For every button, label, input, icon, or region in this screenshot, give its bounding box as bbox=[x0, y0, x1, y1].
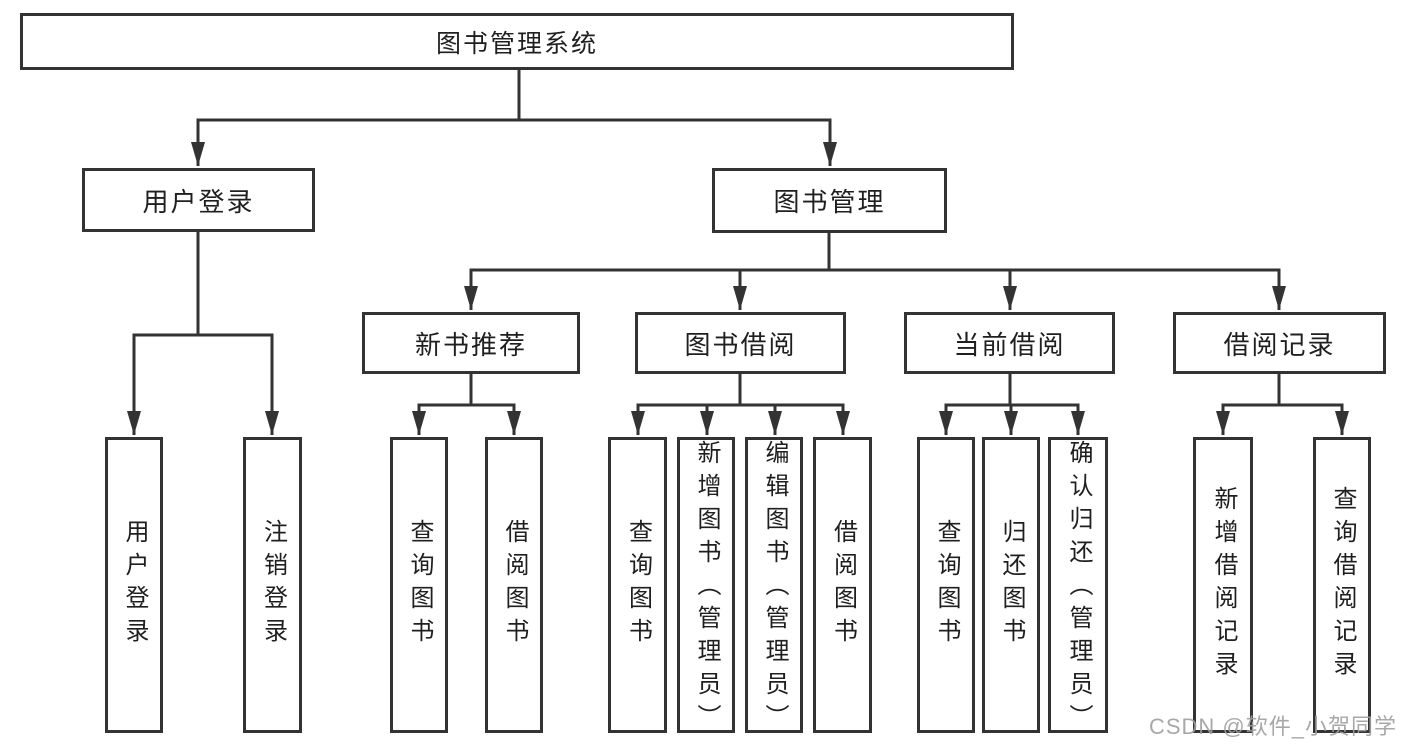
leaf-query-books-current: 查询图书 bbox=[917, 437, 975, 733]
node-borrowing-records: 借阅记录 bbox=[1173, 312, 1386, 374]
node-user-login-branch: 用户登录 bbox=[82, 168, 315, 232]
leaf-add-borrow-record: 新增借阅记录 bbox=[1193, 437, 1253, 733]
leaf-query-books-borrowing: 查询图书 bbox=[608, 437, 667, 733]
leaf-logout: 注销登录 bbox=[243, 437, 302, 733]
leaf-query-books-recommend: 查询图书 bbox=[390, 437, 448, 733]
node-book-management-branch: 图书管理 bbox=[712, 168, 947, 233]
node-book-borrowing: 图书借阅 bbox=[635, 312, 846, 374]
leaf-edit-books-admin: 编辑图书（管理员） bbox=[745, 437, 803, 737]
leaf-confirm-return-admin: 确认归还（管理员） bbox=[1048, 437, 1108, 737]
node-current-borrowing: 当前借阅 bbox=[904, 312, 1115, 374]
leaf-borrow-books-recommend: 借阅图书 bbox=[485, 437, 543, 733]
node-root-system: 图书管理系统 bbox=[20, 13, 1014, 70]
node-new-book-recommendation: 新书推荐 bbox=[362, 312, 580, 374]
leaf-borrow-books-borrowing: 借阅图书 bbox=[813, 437, 872, 733]
leaf-user-login: 用户登录 bbox=[105, 437, 163, 733]
leaf-return-books: 归还图书 bbox=[982, 437, 1040, 733]
leaf-query-borrow-record: 查询借阅记录 bbox=[1313, 437, 1371, 733]
leaf-add-books-admin: 新增图书（管理员） bbox=[677, 437, 735, 737]
watermark-text: CSDN @软件_小贺同学 bbox=[1148, 714, 1397, 739]
